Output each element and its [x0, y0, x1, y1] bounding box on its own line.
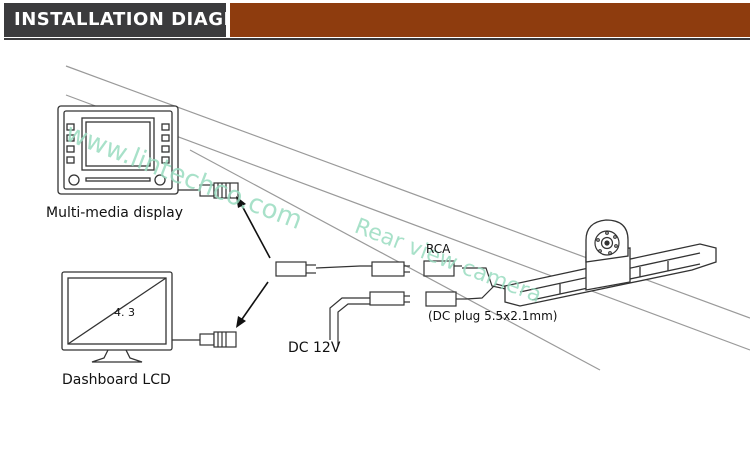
header-accent-bar [230, 3, 750, 37]
rear-camera-bar [504, 219, 717, 307]
multimedia-display-icon [57, 105, 200, 195]
rca-label: RCA [426, 242, 451, 256]
header-underline [4, 38, 750, 40]
video-rca-cable [275, 260, 511, 291]
dashboard-rca-plug [199, 331, 237, 348]
camera-lens-icon [594, 230, 620, 256]
dashboard-lcd-icon [61, 271, 200, 363]
page-title: INSTALLATION DIAGRAM [14, 9, 271, 30]
dc-plug-label: (DC plug 5.5x2.1mm) [428, 309, 558, 323]
header-title-bar: INSTALLATION DIAGRAM [4, 3, 270, 37]
dc-power-cable [329, 283, 513, 346]
multimedia-rca-plug [199, 182, 239, 199]
multimedia-display-label: Multi-media display [46, 205, 184, 221]
dc-12v-label: DC 12V [288, 340, 341, 356]
video-output-arrows [236, 196, 271, 328]
dashboard-lcd-label: Dashboard LCD [62, 372, 171, 388]
aspect-ratio-label: 4. 3 [114, 306, 135, 319]
